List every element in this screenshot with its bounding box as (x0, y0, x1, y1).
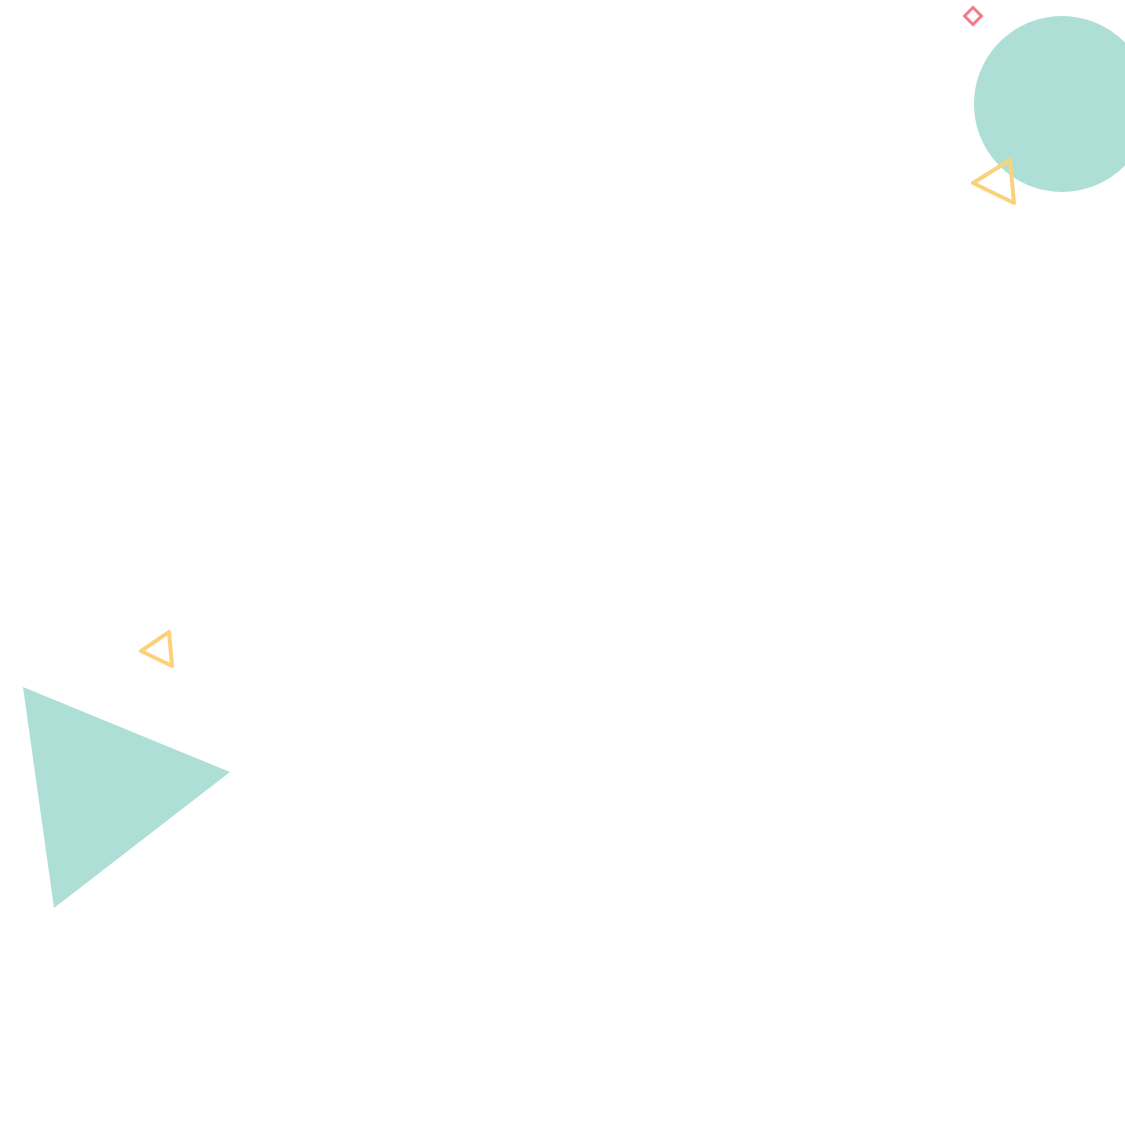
yellow-triangle-outline-icon (971, 158, 1016, 205)
yellow-triangle-outline-small-icon (139, 630, 174, 668)
pink-diamond-outline-icon (962, 5, 984, 27)
teal-circle-icon (974, 16, 1125, 192)
teal-triangle-icon (23, 687, 230, 908)
